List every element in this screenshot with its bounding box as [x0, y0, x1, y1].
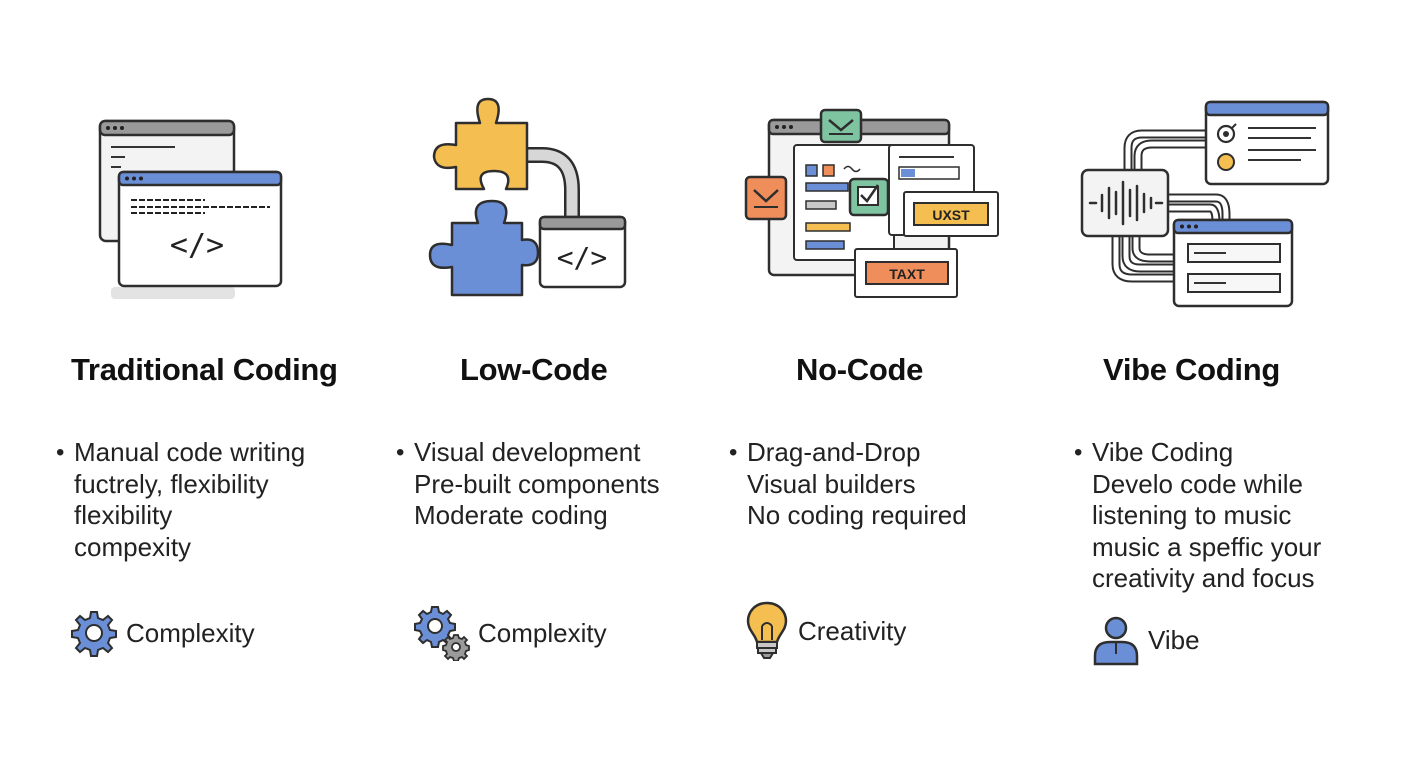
- code-editor-windows-illustration: </>: [98, 119, 283, 299]
- footer-badge: Vibe: [1092, 614, 1200, 666]
- footer-label: Creativity: [798, 615, 907, 646]
- lightbulb-icon: [744, 600, 790, 662]
- bullet-list: • Manual code writing fuctrely, flexibil…: [56, 437, 306, 563]
- drag-and-drop-builder-illustration: UXST TAXT: [744, 108, 999, 298]
- bullet-line: Pre-built components: [414, 468, 660, 499]
- gears-icon: [414, 605, 470, 661]
- bullet-line: Visual builders: [747, 468, 916, 499]
- bullet-line: fuctrely, flexibility: [74, 468, 269, 499]
- column-title: No-Code: [796, 352, 924, 387]
- column-vibe-coding: Vibe Coding • Vibe Coding Develo code wh…: [1056, 0, 1408, 768]
- column-title: Vibe Coding: [1103, 352, 1280, 387]
- bullet-dot: •: [56, 439, 65, 466]
- bullet-line: creativity and focus: [1092, 563, 1315, 593]
- bullet-line: Vibe Coding: [1092, 437, 1234, 467]
- footer-label: Complexity: [126, 617, 255, 648]
- tag-label: TAXT: [889, 266, 925, 282]
- bullet-list: • Visual development Pre-built component…: [396, 437, 660, 532]
- column-low-code: </> Low-Code • Visual development Pre-bu…: [352, 0, 704, 768]
- footer-badge: Creativity: [744, 600, 906, 662]
- column-no-code: UXST TAXT No-Code • Drag-and-Drop Visual…: [704, 0, 1056, 768]
- bullet-line: Moderate coding: [414, 500, 608, 530]
- footer-badge: Complexity: [70, 609, 255, 657]
- bullet-line: Manual code writing: [74, 437, 306, 467]
- bullet-line: flexibility: [74, 500, 173, 530]
- bullet-line: Develo code while: [1092, 468, 1304, 499]
- bullet-line: music a speffic your: [1092, 531, 1322, 562]
- bullet-line: Visual development: [414, 437, 641, 467]
- footer-badge: Complexity: [414, 605, 607, 661]
- bullet-dot: •: [729, 439, 738, 466]
- puzzle-pieces-illustration: </>: [428, 97, 627, 297]
- footer-label: Complexity: [478, 617, 607, 648]
- bullet-list: • Vibe Coding Develo code while listenin…: [1074, 437, 1322, 595]
- code-symbol: </>: [557, 241, 608, 274]
- bullet-list: • Drag-and-Drop Visual builders No codin…: [729, 437, 967, 532]
- column-title: Low-Code: [460, 352, 608, 387]
- code-symbol: </>: [170, 228, 224, 263]
- gear-icon: [70, 609, 118, 657]
- bullet-line: compexity: [74, 531, 192, 562]
- bullet-dot: •: [1074, 439, 1083, 466]
- bullet-line: No coding required: [747, 500, 967, 530]
- column-title: Traditional Coding: [71, 352, 338, 387]
- footer-label: Vibe: [1148, 624, 1200, 655]
- person-icon: [1092, 614, 1140, 666]
- bullet-dot: •: [396, 439, 405, 466]
- tag-label: UXST: [932, 207, 970, 223]
- bullet-line: listening to music: [1092, 500, 1292, 530]
- column-traditional-coding: </> Traditional Coding • Manual code wri…: [0, 0, 352, 768]
- audio-and-windows-illustration: [1080, 100, 1330, 308]
- bullet-line: Drag-and-Drop: [747, 437, 921, 467]
